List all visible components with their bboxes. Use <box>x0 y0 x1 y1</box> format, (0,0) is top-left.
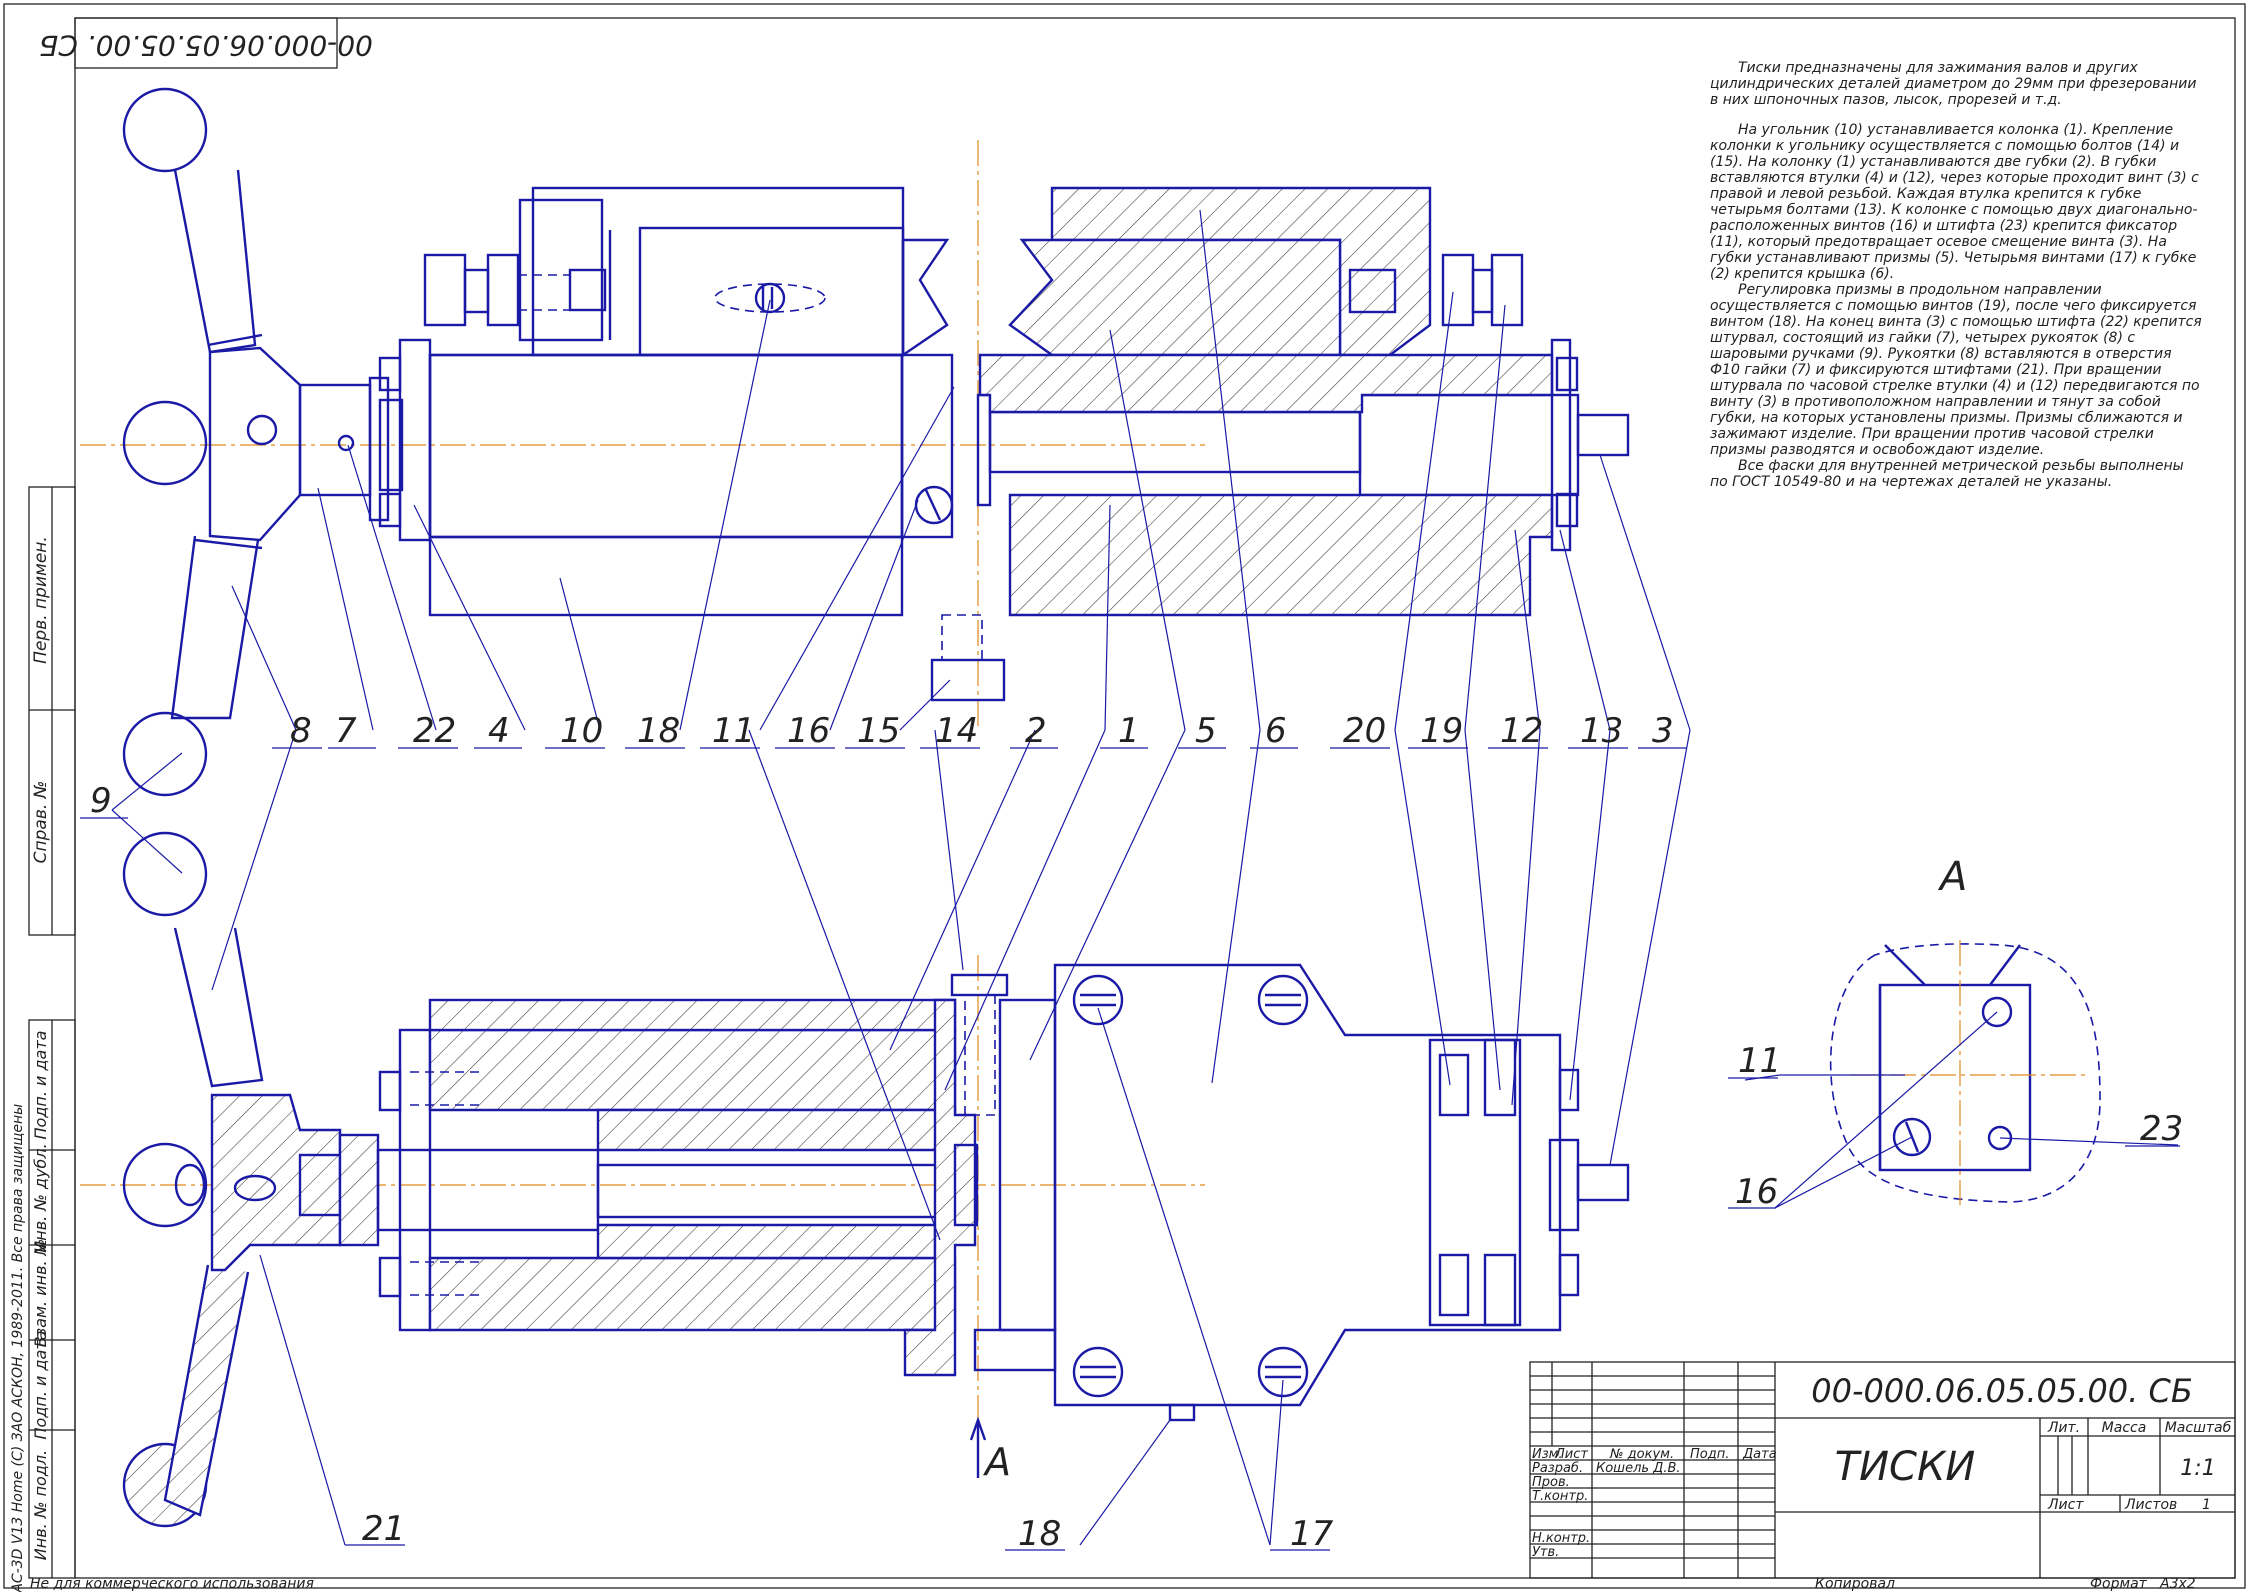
balloon-15: 15 <box>857 711 900 751</box>
balloon-16: 16 <box>787 711 830 751</box>
balloon-16-view-a: 16 <box>1735 1172 1778 1212</box>
balloon-7: 7 <box>335 711 357 751</box>
balloon-18: 18 <box>637 711 680 751</box>
sheets-label: Листов <box>2124 1497 2177 1513</box>
sheets-count: 1 <box>2202 1497 2211 1513</box>
role-tech-control: Т.контр. <box>1532 1489 1588 1504</box>
balloon-12: 12 <box>1500 711 1543 751</box>
balloon-23: 23 <box>2140 1109 2183 1149</box>
bottom-view: А <box>122 927 1630 1528</box>
balloon-19: 19 <box>1420 711 1463 751</box>
lead-screw-top <box>988 410 1362 474</box>
mass-label: Масса <box>2102 1420 2147 1436</box>
drawing-title: ТИСКИ <box>1835 1444 1976 1490</box>
col-header-doc-no: № докум. <box>1609 1447 1674 1462</box>
outer-border <box>3 3 2246 1589</box>
leader-lines <box>111 209 2179 1546</box>
sheet-label: Лист <box>2047 1497 2084 1513</box>
side-label-sign-date: Подп. и дата <box>31 1031 50 1140</box>
balloon-others: 9 21 18 17 11 16 23 <box>90 781 2183 1554</box>
note-paragraph-4: Все фаски для внутренней метрической рез… <box>1710 458 2184 490</box>
role-approved: Утв. <box>1532 1545 1559 1560</box>
balloon-17: 17 <box>1290 1514 1334 1554</box>
technical-notes: Тиски предназначены для зажимания валов … <box>1710 60 2202 490</box>
balloon-2: 2 <box>1025 711 1047 751</box>
balloon-4: 4 <box>488 711 510 751</box>
side-label-first-use: Перв. примен. <box>31 536 51 664</box>
role-checker: Пров. <box>1532 1475 1570 1490</box>
format-label: Формат <box>2090 1576 2148 1592</box>
col-header-sign: Подп. <box>1690 1447 1729 1462</box>
balloon-20: 20 <box>1343 711 1386 751</box>
developer-name: Кошель Д.В. <box>1596 1461 1681 1476</box>
format-value: A3x2 <box>2159 1576 2196 1592</box>
side-label-replace-inv: Взам. инв. № <box>31 1239 50 1348</box>
role-norm-control: Н.контр. <box>1532 1531 1590 1546</box>
side-copyright: КОМПАС-3D V13 Home (С) ЗАО АСКОН, 1989-2… <box>10 1104 26 1592</box>
section-mark-a: А <box>982 1440 1011 1484</box>
non-commercial-note: Не для коммерческого использования <box>30 1576 314 1592</box>
side-label-sign-date-2: Подп. и дата <box>31 1331 50 1440</box>
side-label-orig-inv: Инв. № подл. <box>31 1450 50 1560</box>
balloon-10: 10 <box>560 711 603 751</box>
angle-plate-body <box>428 353 904 617</box>
note-paragraph-1: Тиски предназначены для зажимания валов … <box>1710 60 2197 108</box>
copied-label: Копировал <box>1815 1576 1895 1592</box>
designation: 00-000.06.05.05.00. СБ <box>1811 1372 2193 1410</box>
side-label-dup-inv: Инв. № дубл. <box>31 1143 50 1252</box>
ball-knob-lower-1 <box>122 711 208 797</box>
balloon-3: 3 <box>1652 711 1674 751</box>
col-header-sheet: Лист <box>1554 1447 1588 1462</box>
scale-value: 1:1 <box>2180 1456 2215 1481</box>
balloon-1: 1 <box>1118 711 1140 751</box>
top-view <box>122 87 1630 917</box>
balloon-18-bottom: 18 <box>1018 1514 1061 1554</box>
col-header-date: Дата <box>1742 1447 1777 1462</box>
side-label-ref-no: Справ. № <box>31 781 51 864</box>
ball-knob-lower-2 <box>122 831 208 917</box>
ball-knob-middle <box>122 400 208 486</box>
view-a-label: А <box>1937 854 1967 900</box>
side-strip: Перв. примен. Справ. № Подп. и дата Инв.… <box>10 486 76 1592</box>
note-paragraph-3: Регулировка призмы в продольном направле… <box>1710 282 2202 458</box>
balloon-11-view-a: 11 <box>1738 1041 1781 1081</box>
balloon-5: 5 <box>1195 711 1217 751</box>
balloon-9: 9 <box>90 781 112 821</box>
note-paragraph-2: На угольник (10) устанавливается колонка… <box>1710 122 2199 282</box>
balloon-row: 8 7 22 4 10 18 11 16 15 14 2 1 5 6 20 19… <box>272 711 1686 751</box>
balloon-13: 13 <box>1580 711 1623 751</box>
handwheel-nut-section <box>210 1093 342 1272</box>
ball-knob-top <box>122 87 208 173</box>
letter-label: Лит. <box>2047 1420 2080 1436</box>
col-header-change: Изм. <box>1532 1447 1563 1462</box>
cover-plate <box>1053 963 1562 1407</box>
rotated-designation: 00-000.06.05.05.00. СБ <box>39 29 373 62</box>
balloon-6: 6 <box>1265 711 1287 751</box>
balloon-other-shelves <box>80 817 2180 1551</box>
balloon-14: 14 <box>935 711 978 751</box>
title-block: 00-000.06.05.05.00. СБ ТИСКИ Лит. Масса … <box>1529 1361 2236 1579</box>
balloon-11: 11 <box>712 711 755 751</box>
rotated-designation-box: 00-000.06.05.05.00. СБ <box>39 17 373 69</box>
scale-label: Масштаб <box>2165 1420 2232 1436</box>
balloon-21: 21 <box>362 1509 405 1549</box>
balloon-22: 22 <box>413 711 456 751</box>
balloon-8: 8 <box>290 711 312 751</box>
view-a-detail: А <box>1829 854 2101 1205</box>
role-developer: Разраб. <box>1532 1461 1583 1476</box>
